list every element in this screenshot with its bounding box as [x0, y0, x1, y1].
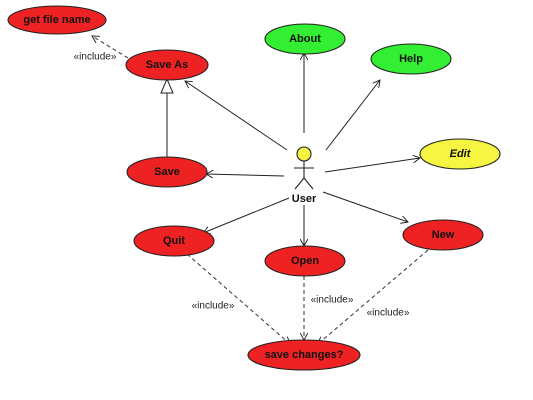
use-case-label: Open: [291, 255, 319, 267]
use-case-label: Help: [399, 53, 423, 65]
use-case-label: About: [289, 33, 321, 45]
use-case-label: Edit: [450, 148, 472, 160]
use-case-label: Save: [154, 166, 180, 178]
use-case-about[interactable]: About: [264, 23, 346, 55]
generalization-save-save-as: [160, 77, 174, 157]
include-label-new: «include»: [367, 308, 410, 319]
association-quit: [203, 197, 290, 233]
use-case-edit[interactable]: Edit: [419, 138, 501, 170]
association-edit: [324, 158, 420, 173]
actor-head: [296, 146, 312, 162]
dependency-quit-savechanges: [186, 253, 290, 344]
use-case-label: New: [432, 229, 455, 241]
use-case-label: save changes?: [265, 349, 344, 361]
dependency-saveas-getfilename: [92, 36, 129, 59]
use-case-save-changes[interactable]: save changes?: [247, 339, 361, 371]
associations: [185, 53, 420, 246]
include-label-quit: «include»: [192, 301, 235, 312]
association-save: [206, 174, 285, 176]
include-dependencies: [92, 36, 429, 344]
dependency-new-savechanges: [318, 249, 429, 344]
association-help: [325, 80, 380, 151]
use-case-quit[interactable]: Quit: [133, 225, 215, 257]
use-case-label: Save As: [146, 59, 188, 71]
use-case-open[interactable]: Open: [264, 245, 346, 277]
use-case-help[interactable]: Help: [370, 43, 452, 75]
use-case-get-file-name[interactable]: get file name: [7, 5, 107, 35]
association-new: [322, 191, 408, 222]
use-case-label: Quit: [163, 235, 185, 247]
use-case-label: get file name: [23, 14, 90, 26]
association-save-as: [185, 81, 288, 151]
include-label-saveas: «include»: [74, 52, 117, 63]
include-label-open: «include»: [311, 295, 354, 306]
use-case-new[interactable]: New: [402, 219, 484, 251]
use-case-save[interactable]: Save: [126, 156, 208, 188]
use-case-save-as[interactable]: Save As: [125, 49, 209, 81]
actor-label: User: [292, 193, 317, 205]
actor-user[interactable]: User: [292, 146, 317, 205]
